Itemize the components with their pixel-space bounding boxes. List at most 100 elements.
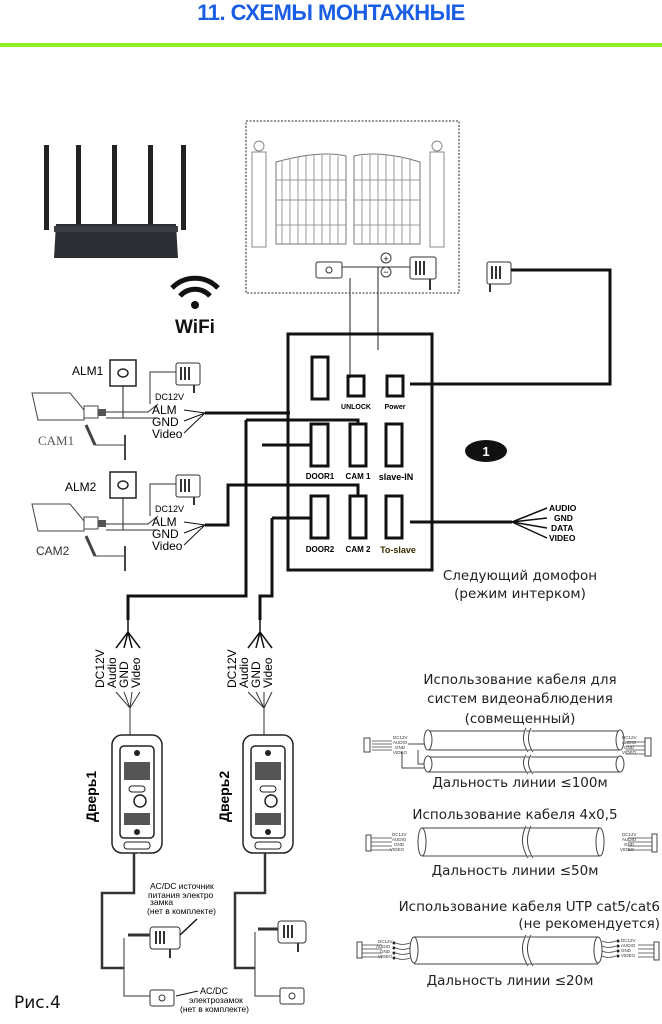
electric-lock-1-icon [149, 989, 175, 1007]
cable1-left-audio: AUDIO [393, 740, 408, 745]
cable3-right-video: VIDEO [621, 953, 636, 958]
door2-wire-dc12v: DC12V [225, 649, 239, 688]
cable3-right-gnd: GND [621, 948, 632, 953]
to-slave-port [384, 494, 404, 540]
cable2-left-dc12v: DC12V [392, 832, 407, 837]
door2-wire-labels: DC12V Audio GND Video [225, 649, 275, 688]
cable1-left-gnd: GND [395, 745, 406, 750]
cam1-wire-alm: ALM [152, 403, 177, 417]
alarm-1-sensor-icon [109, 359, 137, 387]
wifi-label: WiFi [175, 317, 215, 338]
alarm-2-label: ALM2 [65, 480, 97, 494]
camera-2-icon [31, 503, 126, 571]
cam2-port [348, 494, 368, 540]
cable3-left-dc12v: DC12V [378, 939, 393, 944]
plus-terminal-icon [380, 252, 392, 264]
cable3-left-gnd: GND [380, 949, 391, 954]
cable1-right-audio: AUDIO [622, 740, 637, 745]
lock-2-power-adapter-icon [277, 920, 307, 952]
lock-note-line2: электрозамок [189, 995, 243, 1005]
router-icon [44, 145, 186, 258]
door-panel-2-icon [242, 734, 294, 854]
cable-2-4x05-icon [365, 825, 658, 859]
cable1-right-dc12v: DC12V [622, 735, 637, 740]
cable1-right-gnd: GND [624, 745, 635, 750]
cam2-wire-dc12v: DC12V [155, 504, 184, 514]
cable1-left-video: VIDEO [393, 750, 408, 755]
door2-wire-video: Video [261, 657, 275, 688]
cable3-title-line2: (не рекомендуется) [518, 916, 660, 932]
to-slave-port-label: To-slave [380, 545, 416, 555]
door-panel-1-icon [111, 734, 163, 854]
cam1-port [348, 422, 368, 468]
cable1-left-dc12v: DC12V [393, 735, 408, 740]
cam1-wire-dc12v: DC12V [155, 392, 184, 402]
camera-1-icon [31, 392, 126, 460]
page-title: 11. СХЕМЫ МОНТАЖНЫЕ [197, 0, 465, 25]
monitor-power-adapter-icon [486, 261, 512, 292]
slave-wire-audio: AUDIO [549, 503, 577, 513]
cable3-left-audio: AUDIO [376, 944, 391, 949]
cable3-title-line1: Использование кабеля UTP cat5/cat6 [398, 899, 660, 915]
cable2-left-audio: AUDIO [392, 837, 407, 842]
cable1-title-line2: систем видеонаблюдения [427, 691, 613, 707]
cable3-left-video: VIDEO [378, 954, 393, 959]
cable2-right-gnd: GND [624, 842, 635, 847]
figure-label: Рис.4 [14, 993, 61, 1013]
cable2-left-video: VIDEO [390, 847, 405, 852]
cam2-port-label: CAM 2 [346, 545, 371, 554]
door1-wire-labels: DC12V Audio GND Video [93, 649, 143, 688]
camera-1-power-adapter-icon [175, 362, 201, 393]
lock-note-line1: AC/DC [200, 986, 229, 996]
lock-power-note-line3: замка [150, 897, 173, 907]
next-intercom-line2: (режим интерком) [454, 586, 586, 602]
slave-wire-gnd: GND [554, 513, 573, 523]
plus-sign: + [383, 254, 388, 264]
cam2-wire-gnd: GND [152, 527, 179, 541]
door1-port-label: DOOR1 [306, 472, 335, 481]
lock-power-adapter-icon [149, 926, 181, 958]
wifi-icon [170, 275, 220, 309]
cable3-right-audio: AUDIO [621, 943, 636, 948]
minus-sign: − [383, 267, 388, 277]
cable2-title: Использование кабеля 4x0,5 [412, 807, 618, 823]
cable-3-utp-icon [356, 934, 660, 967]
door1-port [309, 422, 330, 468]
title-divider [0, 43, 662, 47]
door1-label: Дверь1 [83, 771, 99, 822]
gate-lock-icon [315, 261, 343, 279]
cable-1-combined-icon [363, 727, 652, 775]
cable2-left-gnd: GND [394, 842, 405, 847]
cam1-port-label: CAM 1 [346, 472, 371, 481]
next-intercom-line1: Следующий домофон [442, 568, 598, 584]
door2-port [309, 494, 330, 540]
door1-wire-audio: Audio [105, 657, 119, 688]
camera-2-label: CAM2 [36, 544, 70, 558]
cable1-right-video: VIDEO [622, 750, 637, 755]
cable1-title-line1: Использование кабеля для [423, 672, 617, 688]
unlock-port-label: UNLOCK [341, 404, 371, 411]
unlock-port [346, 374, 366, 398]
cable2-distance: Дальность линии ≤50м [431, 863, 599, 879]
gate-power-adapter-icon [409, 256, 437, 290]
door2-wire-audio: Audio [237, 657, 251, 688]
door1-wire-gnd: GND [117, 661, 131, 688]
door2-port-label: DOOR2 [306, 545, 335, 554]
electric-lock-2-icon [279, 987, 305, 1005]
monitor-back-panel [286, 332, 434, 572]
door1-wire-video: Video [129, 657, 143, 688]
slave-wire-data: DATA [551, 523, 573, 533]
cam2-wire-alm: ALM [152, 515, 177, 529]
monitor-badge [465, 440, 507, 462]
door2-wire-gnd: GND [249, 661, 263, 688]
alarm-2-sensor-icon [109, 471, 137, 499]
lock-power-note-line1: AC/DC источник [150, 881, 214, 891]
lock-power-note-line4: (нет в комплекте) [147, 906, 216, 916]
slave-in-port [384, 422, 404, 468]
connector-block-icon [310, 355, 330, 401]
cable3-distance: Дальность линии ≤20м [426, 973, 594, 989]
lock-power-note-line2: питания электро [148, 890, 214, 900]
power-port [385, 374, 405, 398]
cable3-right-dc12v: DC12V [621, 938, 636, 943]
